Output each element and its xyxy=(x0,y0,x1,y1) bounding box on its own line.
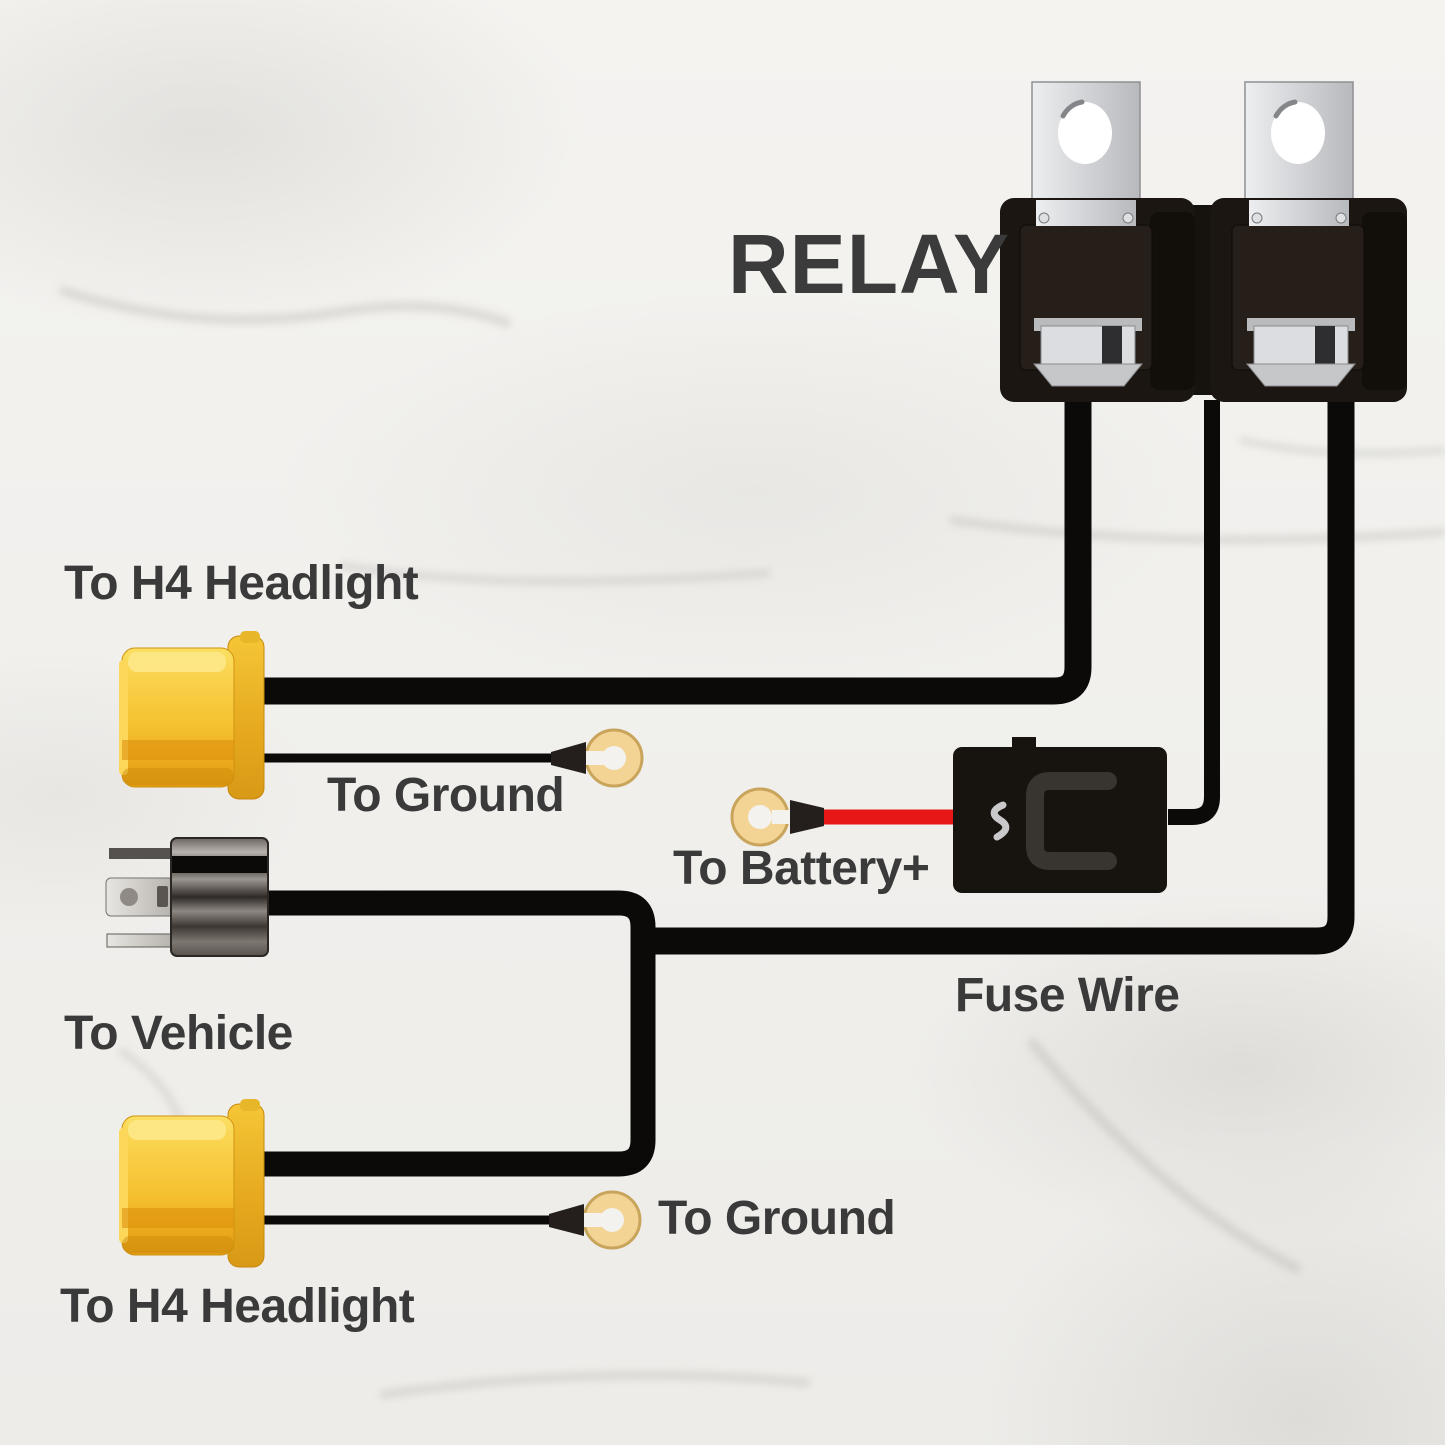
relay-right-socket-clip xyxy=(1245,318,1357,387)
ring-terminal-battery xyxy=(730,787,824,847)
wire-vehicle-to-bottom-h4 xyxy=(252,890,656,1177)
label-ground-bottom: To Ground xyxy=(658,1192,896,1245)
label-vehicle: To Vehicle xyxy=(64,1007,293,1060)
vehicle-plug-pin-bottom xyxy=(106,933,175,948)
fuse-holder xyxy=(953,737,1167,893)
h4-connector-top xyxy=(119,631,265,800)
fuse-holder-slot xyxy=(1026,772,1117,870)
wire-relay-to-fuse-holder xyxy=(1168,400,1220,825)
crimp-battery xyxy=(790,800,824,834)
vehicle-plug xyxy=(105,837,269,957)
label-fuse-wire: Fuse Wire xyxy=(955,969,1180,1022)
relay-title: RELAY xyxy=(728,217,1010,311)
label-ground-top: To Ground xyxy=(327,769,565,822)
ring-terminal-ground-bottom xyxy=(549,1190,642,1250)
crimp-ground-bottom xyxy=(549,1204,584,1236)
h4-connector-bottom xyxy=(119,1099,265,1268)
vehicle-plug-body xyxy=(171,838,268,956)
ring-terminal-ground-top xyxy=(551,728,644,788)
harness-wires xyxy=(252,400,1355,1225)
vehicle-plug-pin-top xyxy=(109,848,173,859)
relay-left-socket-clip xyxy=(1032,318,1144,387)
crimp-ground-top xyxy=(551,742,586,774)
label-h4-headlight-top: To H4 Headlight xyxy=(64,557,419,610)
fuse-holder-clip xyxy=(990,801,1010,841)
label-battery-positive: To Battery+ xyxy=(673,842,930,895)
relay-left xyxy=(1000,81,1195,402)
relay-right xyxy=(1210,81,1407,402)
label-h4-headlight-bottom: To H4 Headlight xyxy=(60,1280,415,1333)
wire-top-h4-to-left-relay xyxy=(252,400,1092,705)
wire-fuse-run-to-right-relay xyxy=(648,400,1355,955)
